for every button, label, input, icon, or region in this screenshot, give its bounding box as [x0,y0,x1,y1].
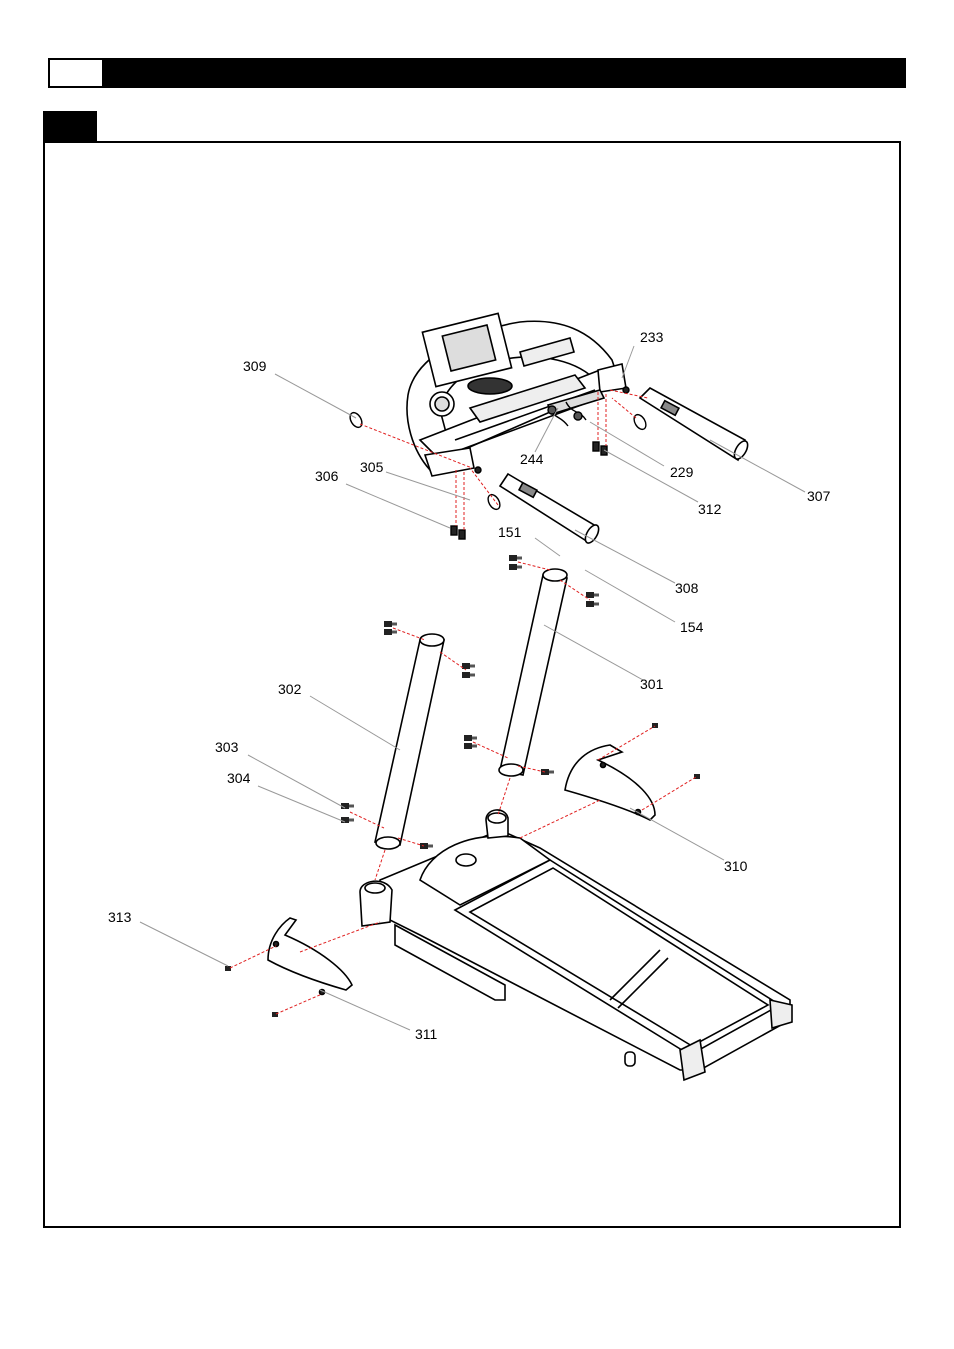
callout-307: 307 [807,488,831,504]
callout-303: 303 [215,739,239,755]
callout-301: 301 [640,676,664,692]
callout-308: 308 [675,580,699,596]
callout-313: 313 [108,909,132,925]
header-bar [48,58,906,88]
right-grip [638,387,749,462]
leader-lines [139,345,806,1031]
cover-screws [225,723,700,1017]
left-grip [498,472,600,544]
callout-244: 244 [520,451,544,467]
section-tab [43,111,97,141]
left-upright [374,633,445,850]
callout-233: 233 [640,329,664,345]
callout-306: 306 [315,468,339,484]
right-cover [564,744,656,821]
right-upright [498,568,568,777]
callout-labels: 233 309 244 229 305 306 312 307 151 308 … [108,329,831,1042]
assembly-lines [229,389,697,1015]
console-fasteners [349,386,647,540]
callout-312: 312 [698,501,722,517]
callout-302: 302 [278,681,302,697]
page-number-box [50,60,104,86]
callout-154: 154 [680,619,704,635]
left-cover [267,917,353,996]
callout-310: 310 [724,858,748,874]
callout-304: 304 [227,770,251,786]
diagram-frame [43,141,901,1228]
callout-309: 309 [243,358,267,374]
callout-311: 311 [415,1026,438,1042]
console-assembly [406,312,627,477]
callout-305: 305 [360,459,384,475]
callout-229: 229 [670,464,694,480]
callout-151: 151 [498,524,522,540]
treadmill-base [359,809,793,1082]
